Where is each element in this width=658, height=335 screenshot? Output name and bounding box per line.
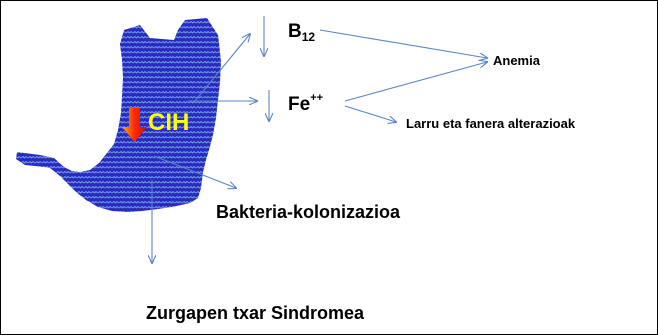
fe-label: Fe++ [288,93,323,114]
larru-label: Larru eta fanera alterazioak [406,117,575,130]
stomach-shape [16,18,221,212]
bakteria-label: Bakteria-kolonizazioa [216,203,400,221]
arrow-fe-to-larru [345,106,396,122]
cih-label: CIH [148,111,189,135]
zurgapen-label: Zurgapen txar Sindromea [146,304,364,322]
b12-label: B12 [288,22,315,43]
anemia-label: Anemia [493,54,540,67]
arrow-fe-to-anemia [345,62,487,101]
arrow-b12-to-anemia [320,30,487,58]
